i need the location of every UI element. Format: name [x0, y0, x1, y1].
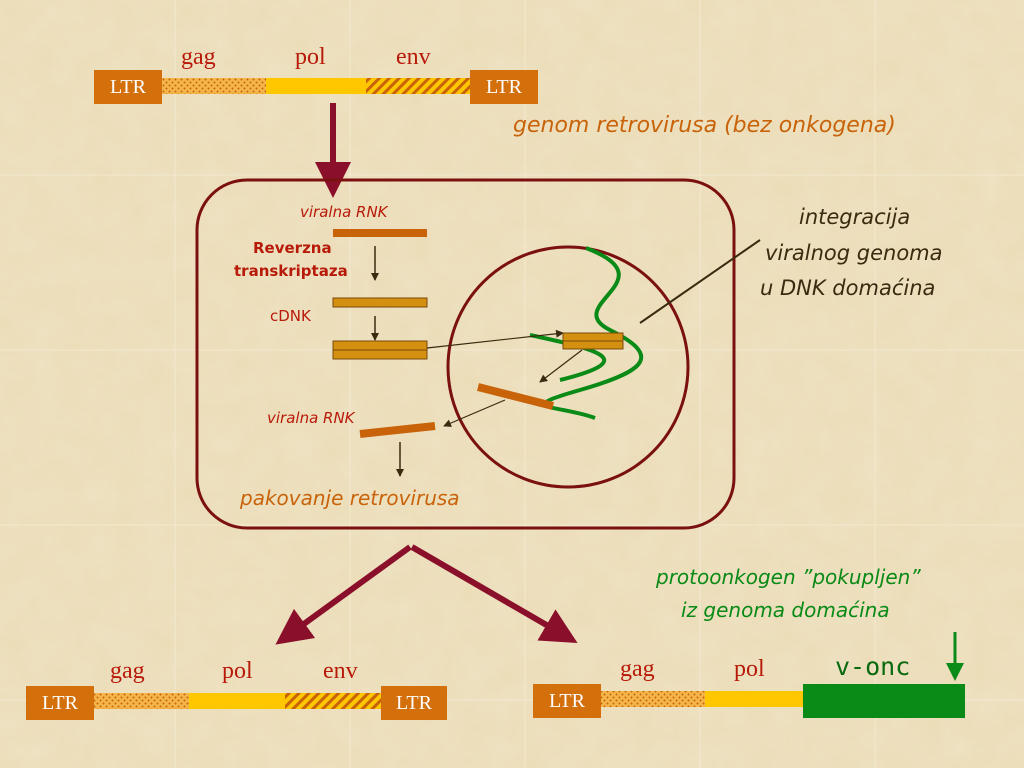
- br-ltr-left: LTR: [533, 684, 601, 718]
- bl-env-label: env: [323, 658, 358, 684]
- protooncogene-caption-line1: protoonkogen ”pokupljen”: [656, 565, 921, 589]
- bl-env-segment: [285, 693, 381, 709]
- top-ltr-right: LTR: [470, 70, 538, 104]
- top-pol-label: pol: [295, 44, 326, 70]
- packaging-label: pakovanje retrovirusa: [240, 486, 460, 510]
- vonc-label: v-onc: [835, 652, 911, 681]
- bl-pol-segment: [189, 693, 285, 709]
- bl-ltr-left: LTR: [26, 686, 94, 720]
- arrow-to-right-genome: [410, 544, 578, 644]
- arrow-to-export: [443, 399, 506, 427]
- arrow-to-left-genome: [275, 544, 412, 645]
- top-genome-caption: genom retrovirusa (bez onkogena): [513, 113, 896, 138]
- br-gag-label: gag: [620, 656, 655, 682]
- rt-label-line2: transkriptaza: [234, 262, 348, 280]
- bl-gag-label: gag: [110, 658, 145, 684]
- new-viral-rna-nuclear: [477, 383, 554, 410]
- br-vonc-segment: [803, 684, 965, 718]
- arrow-to-transcript: [539, 349, 583, 383]
- protooncogene-caption-line2: iz genoma domaćina: [681, 598, 890, 622]
- bl-gag-segment: [93, 693, 189, 709]
- top-pol-segment: [266, 78, 366, 94]
- integration-label-line1: integracija: [799, 205, 911, 229]
- top-env-segment: [366, 78, 470, 94]
- top-ltr-left: LTR: [94, 70, 162, 104]
- br-pol-segment: [705, 691, 805, 707]
- br-pol-label: pol: [734, 656, 765, 682]
- top-env-label: env: [396, 44, 431, 70]
- host-dna-strand-2: [529, 333, 606, 382]
- integrated-provirus-top: [562, 332, 624, 342]
- viral-rna-top-strand: [333, 229, 427, 237]
- viral-rna-top-label: viralna RNK: [300, 203, 388, 221]
- viral-rna-bottom-strand: [359, 422, 436, 438]
- integrated-provirus-bottom: [562, 340, 624, 350]
- viral-rna-bottom-label: viralna RNK: [267, 409, 355, 427]
- top-gag-segment: [160, 78, 266, 94]
- br-gag-segment: [601, 691, 705, 707]
- cdna-label: cDNK: [270, 307, 311, 325]
- top-gag-label: gag: [181, 44, 216, 70]
- host-cell: [195, 178, 736, 530]
- bl-ltr-right: LTR: [381, 686, 447, 720]
- cdna-double-strand-bottom: [332, 349, 428, 360]
- cdna-double-strand-top: [332, 340, 428, 351]
- integration-label-line2: viralnog genoma: [765, 241, 943, 265]
- arrow-to-integration: [426, 329, 564, 349]
- bl-pol-label: pol: [222, 658, 253, 684]
- rt-label-line1: Reverzna: [253, 239, 332, 257]
- cdna-single-strand: [332, 297, 428, 308]
- integration-label-line3: u DNK domaćina: [760, 276, 936, 300]
- integration-pointer-line: [639, 239, 761, 324]
- nucleus: [446, 245, 690, 489]
